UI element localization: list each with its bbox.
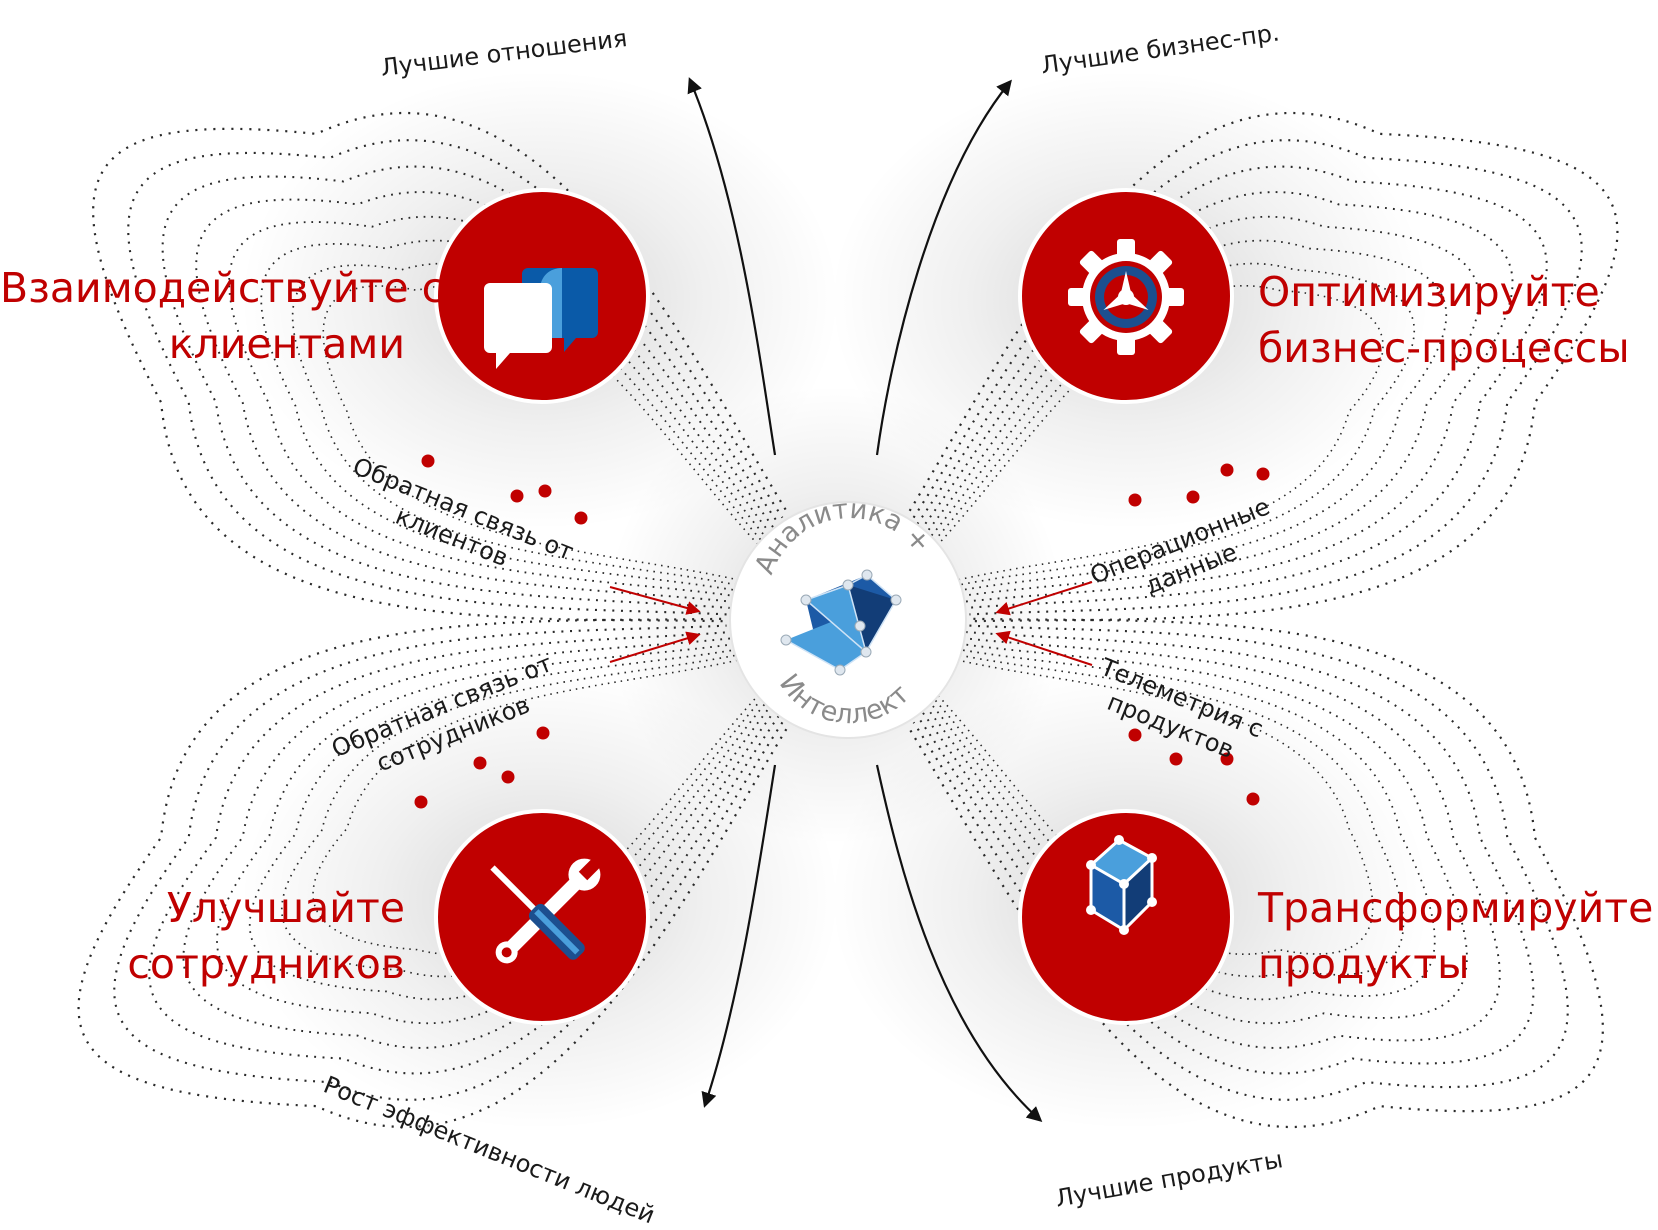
customers-title-line2: клиентами	[168, 320, 405, 368]
dotted-loop-line	[916, 165, 1548, 609]
flow-dot	[1220, 463, 1234, 477]
employees-title: Улучшайте сотрудников	[0, 880, 405, 992]
chat-bubbles-icon	[484, 268, 598, 369]
dotted-loop-line	[148, 631, 780, 1075]
flow-dot	[1186, 490, 1200, 504]
dotted-loop-line	[920, 637, 1501, 1049]
network-icon	[780, 569, 902, 676]
dotted-loop-line	[195, 191, 776, 603]
flow-dot	[510, 489, 524, 503]
arrow-to-business	[875, 79, 1012, 456]
arrow-employee-feedback	[609, 631, 701, 663]
dotted-loop-line	[161, 165, 780, 609]
arrow-to-people	[701, 764, 777, 1108]
products-title: Трансформируйте продукты	[1258, 880, 1654, 992]
customers-title-line1: Взаимодействуйте с	[0, 264, 445, 312]
flow-dot	[538, 484, 552, 498]
cube-icon	[1086, 835, 1157, 935]
wrench-screwdriver-icon	[490, 856, 603, 964]
processes-title: Оптимизируйте бизнес-процессы	[1258, 264, 1648, 376]
flow-dot	[536, 726, 550, 740]
outcome-arrows	[687, 77, 1043, 1123]
processes-title-line2: бизнес-процессы	[1258, 324, 1630, 372]
flow-dot	[1256, 467, 1270, 481]
dotted-loop-line	[916, 631, 1535, 1075]
arrow-customer-feedback	[609, 586, 701, 615]
flow-dot	[1128, 493, 1142, 507]
flow-dot	[1169, 752, 1183, 766]
products-title-line2: продукты	[1258, 940, 1470, 988]
arrow-telemetry	[995, 630, 1093, 666]
flow-dot	[414, 795, 428, 809]
products-title-line1: Трансформируйте	[1258, 884, 1654, 932]
arrow-to-relationships	[687, 77, 777, 456]
flow-dot	[574, 511, 588, 525]
flow-dot	[1128, 728, 1142, 742]
gear-icon	[1068, 239, 1184, 355]
input-arrows	[609, 581, 1093, 666]
arrow-to-products	[875, 764, 1043, 1123]
arrow-operational-data	[995, 581, 1093, 616]
employees-title-line2: сотрудников	[127, 940, 405, 988]
flow-dots	[414, 454, 1270, 809]
flow-dot	[1220, 752, 1234, 766]
flow-dot	[473, 756, 487, 770]
processes-title-line1: Оптимизируйте	[1258, 268, 1600, 316]
flow-dot	[1246, 792, 1260, 806]
flow-dot	[421, 454, 435, 468]
employees-title-line1: Улучшайте	[166, 884, 405, 932]
flow-dot	[501, 770, 515, 784]
customers-title: Взаимодействуйте с клиентами	[0, 260, 445, 372]
